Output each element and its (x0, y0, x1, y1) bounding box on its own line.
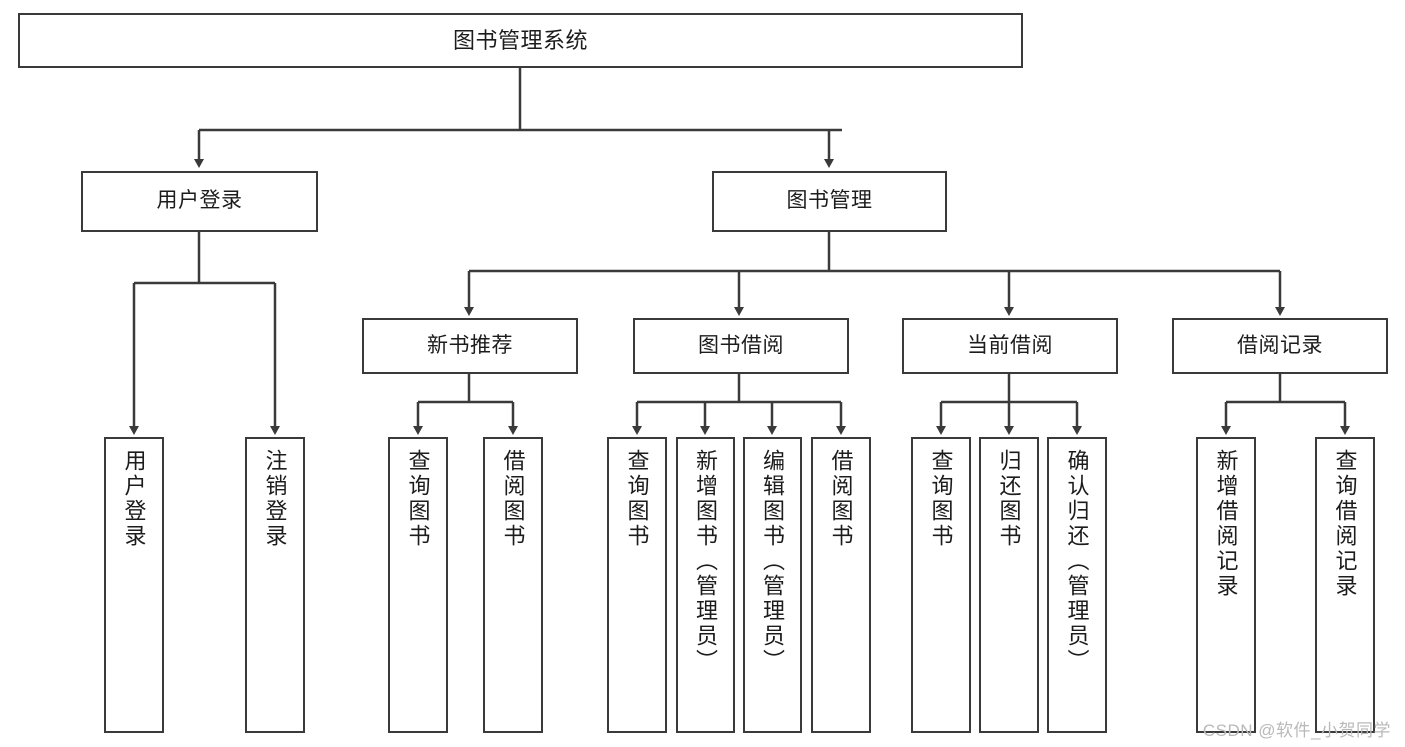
leaf-confirm-return-admin[interactable]: 确认归还（管理员） (1047, 437, 1107, 733)
node-new-book-recommend[interactable]: 新书推荐 (362, 318, 578, 374)
leaf-borrow-book[interactable]: 借阅图书 (811, 437, 871, 733)
leaf-new-book-borrow[interactable]: 借阅图书 (483, 437, 543, 733)
node-label: 归还图书 (996, 449, 1022, 549)
leaf-return-book[interactable]: 归还图书 (979, 437, 1039, 733)
node-label: 当前借阅 (967, 333, 1053, 357)
node-label: 新增借阅记录 (1213, 449, 1239, 599)
node-label: 借阅图书 (828, 449, 854, 549)
node-label: 图书借阅 (698, 333, 784, 357)
leaf-new-book-query[interactable]: 查询图书 (388, 437, 448, 733)
node-book-management[interactable]: 图书管理 (712, 171, 947, 232)
node-label: 用户登录 (156, 189, 243, 213)
node-label: 图书管理 (786, 189, 873, 213)
node-label: 注销登录 (262, 449, 288, 549)
leaf-add-book-admin[interactable]: 新增图书（管理员） (676, 437, 735, 733)
node-label: 图书管理系统 (452, 27, 588, 53)
node-label: 借阅记录 (1237, 333, 1323, 357)
leaf-current-query-book[interactable]: 查询图书 (911, 437, 971, 733)
node-label: 查询图书 (928, 449, 954, 549)
node-label: 查询图书 (405, 449, 431, 549)
leaf-query-borrow-record[interactable]: 查询借阅记录 (1315, 437, 1375, 733)
node-label: 新增图书（管理员） (693, 449, 719, 674)
leaf-user-login[interactable]: 用户登录 (104, 437, 164, 733)
node-borrow-record[interactable]: 借阅记录 (1172, 318, 1388, 374)
leaf-add-borrow-record[interactable]: 新增借阅记录 (1196, 437, 1256, 733)
node-label: 编辑图书（管理员） (760, 449, 786, 674)
node-book-borrow[interactable]: 图书借阅 (633, 318, 849, 374)
node-user-login[interactable]: 用户登录 (81, 171, 318, 232)
node-label: 新书推荐 (427, 333, 513, 357)
node-label: 用户登录 (121, 449, 147, 549)
node-label: 查询借阅记录 (1332, 449, 1358, 599)
leaf-borrow-query-book[interactable]: 查询图书 (607, 437, 667, 733)
node-label: 确认归还（管理员） (1064, 449, 1090, 674)
node-label: 查询图书 (624, 449, 650, 549)
leaf-edit-book-admin[interactable]: 编辑图书（管理员） (743, 437, 802, 733)
watermark: CSDN @软件_小贺同学 (1202, 721, 1391, 740)
node-root-book-management-system[interactable]: 图书管理系统 (18, 13, 1023, 68)
leaf-logout[interactable]: 注销登录 (245, 437, 305, 733)
node-current-borrow[interactable]: 当前借阅 (902, 318, 1118, 374)
node-label: 借阅图书 (500, 449, 526, 549)
